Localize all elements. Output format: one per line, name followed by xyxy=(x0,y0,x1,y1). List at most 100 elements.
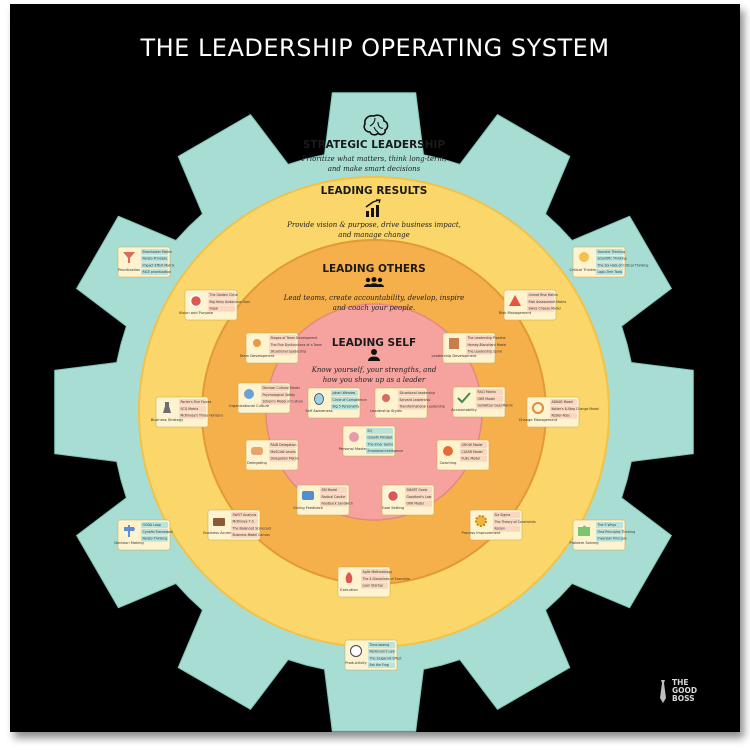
brand-logo-text: THE GOOD BOSS xyxy=(672,679,712,703)
framework-name: Situational Leadership xyxy=(271,350,307,354)
framework-name: Servant Leadership xyxy=(400,398,431,402)
framework-chip xyxy=(179,399,206,405)
framework-chip xyxy=(460,448,487,455)
framework-chip xyxy=(405,493,432,500)
framework-name: Cynefin Framework xyxy=(143,530,174,534)
framework-name: Circle of Competence xyxy=(333,398,367,402)
card-title: Coaching xyxy=(440,461,457,465)
card-title: Team Development xyxy=(239,354,275,358)
framework-name: Lean Startup xyxy=(363,584,384,588)
framework-name: Hersey-Blanchard Model xyxy=(468,343,507,347)
framework-chip xyxy=(208,305,235,312)
framework-chip xyxy=(269,335,296,341)
framework-name: Time-boxing xyxy=(369,643,390,647)
framework-name: First Principles Thinking xyxy=(598,530,636,534)
framework-name: Kübler-Ross xyxy=(552,414,571,418)
framework-chip xyxy=(231,518,258,525)
team-icon xyxy=(364,277,384,287)
target-icon xyxy=(386,489,400,503)
framework-chip xyxy=(208,298,235,305)
card-title: Decision Making xyxy=(114,541,143,545)
framework-name: Gollwitzer Goal Matrix xyxy=(478,404,513,408)
framework-name: Denison Cultural Model xyxy=(263,386,300,390)
framework-name: Ikigai xyxy=(210,307,219,311)
framework-chip xyxy=(231,525,258,532)
warning-icon xyxy=(509,295,521,306)
framework-chip xyxy=(596,522,623,528)
framework-chip xyxy=(466,341,493,348)
framework-name: The Leadership Pipeline xyxy=(467,336,506,340)
framework-chip xyxy=(179,405,206,412)
framework-name: Kotter's 8-Step Change Model xyxy=(552,407,600,411)
framework-chip xyxy=(366,434,393,441)
framework-name: Logic-Tree Tools xyxy=(598,270,623,274)
person-icon xyxy=(382,394,390,402)
puzzle-icon xyxy=(578,525,590,536)
framework-name: EQ xyxy=(368,429,373,433)
framework-name: Transformational Leadership xyxy=(399,405,445,409)
card-title: Delegating xyxy=(247,461,267,465)
framework-chip xyxy=(331,396,358,403)
people-icon xyxy=(253,339,261,347)
framework-name: The 4 Disciplines of Execution xyxy=(362,577,411,581)
leading-self-description-line2: how you show up as a leader xyxy=(323,376,426,384)
gear-icon xyxy=(475,515,487,527)
framework-name: Agile Methodology xyxy=(363,570,393,574)
framework-chip xyxy=(460,442,487,448)
strategic-leadership-description-line1: Prioritize what matters, think long-term… xyxy=(301,155,446,163)
card-title: Risk Management xyxy=(499,311,532,315)
framework-name: Situational Leadership xyxy=(400,391,436,395)
framework-name: Risk Assessment Matrix xyxy=(529,300,567,304)
framework-name: Eisenhower Matrix xyxy=(143,250,173,254)
framework-chip xyxy=(596,255,623,262)
framework-chip xyxy=(527,305,554,312)
framework-name: Six Sigma xyxy=(495,513,511,517)
poster: THE LEADERSHIP OPERATING SYSTEM STRATEGI… xyxy=(10,4,740,732)
check-icon xyxy=(457,392,471,404)
framework-name: Emotional Intelligence xyxy=(368,449,404,453)
framework-name: OODA Loop xyxy=(143,523,161,527)
framework-name: Goodhart's Law xyxy=(407,495,432,499)
brand-line2: GOOD xyxy=(672,686,698,695)
card-title: Vision and Purpose xyxy=(179,311,214,315)
framework-name: Pareto Thinking xyxy=(143,537,168,541)
card-title: Business Strategy xyxy=(151,418,184,422)
framework-chip xyxy=(141,262,168,269)
framework-name: SBI Model xyxy=(322,488,338,492)
funnel-icon xyxy=(123,252,135,263)
framework-name: Radical Candor xyxy=(322,495,347,499)
framework-chip xyxy=(366,441,393,448)
framework-name: McKinsey's Three Horizons xyxy=(181,414,224,418)
leading-others-heading: LEADING OTHERS xyxy=(322,263,425,275)
framework-chip xyxy=(596,249,623,255)
framework-chip xyxy=(361,575,388,582)
leading-others-description-line1: Lead teams, create accountability, devel… xyxy=(283,294,465,302)
framework-name: Impact-Effort Matrix xyxy=(143,263,175,267)
framework-chip xyxy=(466,335,493,341)
framework-name: Feedback Sandwich xyxy=(322,502,353,506)
framework-chip xyxy=(320,500,347,507)
mirror-icon xyxy=(314,393,324,405)
card-title: Execution xyxy=(340,588,358,592)
framework-name: OKR Model xyxy=(478,397,496,401)
framework-chip xyxy=(231,512,258,518)
leading-results-heading: LEADING RESULTS xyxy=(321,185,428,197)
framework-chip xyxy=(366,448,393,454)
leading-results-description-line1: Provide vision & purpose, drive business… xyxy=(286,221,461,229)
tie-logo-icon xyxy=(658,680,668,704)
framework-chip xyxy=(476,395,503,402)
framework-chip xyxy=(405,487,432,493)
framework-chip xyxy=(331,403,358,410)
brand-line1: THE xyxy=(672,678,689,687)
